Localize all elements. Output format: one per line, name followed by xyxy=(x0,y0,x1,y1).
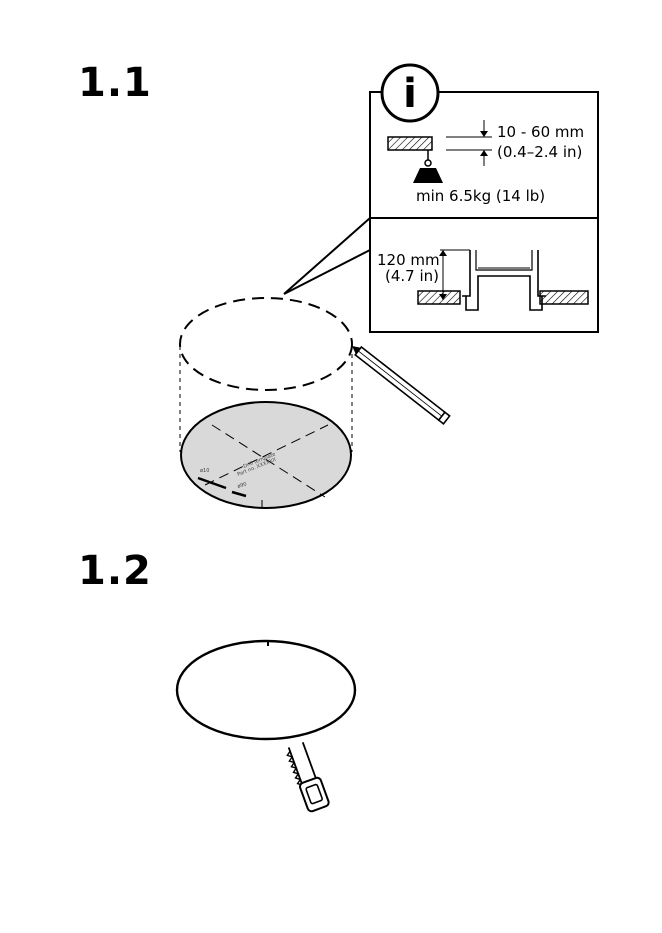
info-icon-letter: i xyxy=(403,71,417,117)
info-icon: i xyxy=(382,65,438,121)
info-panel: i 10 - 60 mm (0.4–2.4 in) min 6.5kg (14 … xyxy=(284,65,598,332)
ceiling-thickness-in: (0.4–2.4 in) xyxy=(497,143,582,161)
template-mark-a: ø10 xyxy=(200,468,209,474)
ceiling-thickness-mm: 10 - 60 mm xyxy=(497,123,584,141)
saw-icon xyxy=(285,741,330,813)
min-load-label: min 6.5kg (14 lb) xyxy=(416,187,545,205)
pencil-icon xyxy=(349,342,450,424)
drill-template: Drill template Part no. XXXXXX ø10 ø90 xyxy=(181,402,351,508)
depth-in: (4.7 in) xyxy=(385,267,439,285)
ceiling-cutout xyxy=(177,641,355,739)
